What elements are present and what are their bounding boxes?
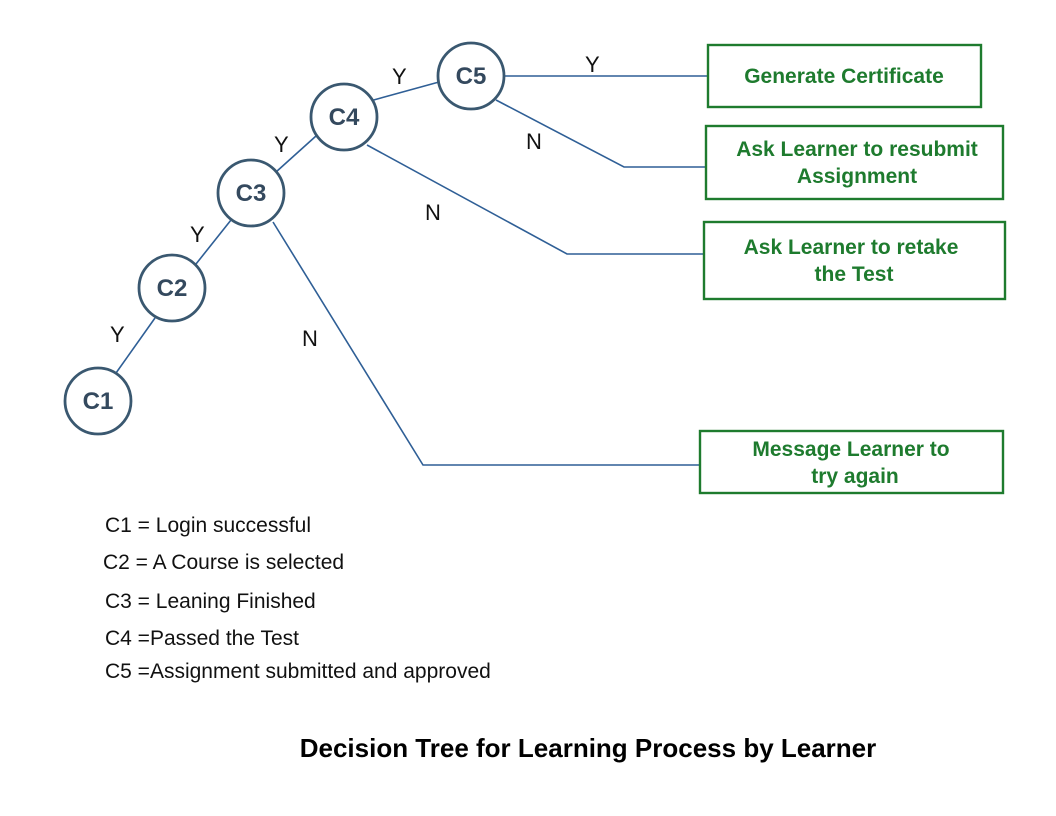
- edge-labels: Y Y Y Y Y N N N: [110, 52, 600, 351]
- edge-label-c3-c4: Y: [274, 132, 289, 157]
- node-c3: C3: [216, 158, 286, 228]
- edge-c5-no: [495, 99, 706, 168]
- edge-c4-no: [366, 144, 704, 255]
- legend: C1 = Login successful C2 = A Course is s…: [103, 514, 491, 683]
- node-c2: C2: [137, 253, 207, 323]
- edges: [115, 75, 708, 466]
- edge-label-c3-no: N: [302, 326, 318, 351]
- edge-c3-no: [272, 221, 700, 466]
- node-c1: C1: [63, 366, 133, 436]
- edge-c1-c2: [115, 317, 156, 374]
- edge-c4-c5: [369, 81, 440, 102]
- outcome-retake-test: Ask Learner to retake the Test: [702, 220, 1007, 301]
- condition-nodes: C1 C2 C3 C4 C5: [63, 41, 506, 436]
- edge-label-c4-no: N: [425, 200, 441, 225]
- edge-c2-c3: [195, 219, 232, 265]
- legend-item-c3: C3 = Leaning Finished: [105, 590, 316, 613]
- outcome-resubmit-line1: Ask Learner to resubmit: [736, 138, 978, 161]
- edge-label-c2-c3: Y: [190, 222, 205, 247]
- edge-label-c4-c5: Y: [392, 64, 407, 89]
- outcome-certificate-line1: Generate Certificate: [744, 65, 944, 88]
- node-c5: C5: [436, 41, 506, 111]
- node-c1-label: C1: [83, 388, 114, 415]
- edge-c3-c4: [275, 135, 317, 173]
- node-c5-label: C5: [456, 63, 487, 90]
- node-c2-label: C2: [157, 275, 188, 302]
- outcome-try-again-line2: try again: [811, 465, 899, 488]
- outcome-try-again: Message Learner to try again: [698, 429, 1005, 495]
- legend-item-c4: C4 =Passed the Test: [105, 627, 299, 650]
- outcome-try-again-line1: Message Learner to: [752, 438, 949, 461]
- outcome-retake-line2: the Test: [815, 263, 894, 286]
- legend-item-c1: C1 = Login successful: [105, 514, 311, 537]
- edge-label-c5-yes: Y: [585, 52, 600, 77]
- outcome-resubmit-assignment: Ask Learner to resubmit Assignment: [704, 124, 1005, 201]
- outcome-resubmit-line2: Assignment: [797, 165, 917, 188]
- edge-label-c5-no: N: [526, 129, 542, 154]
- outcome-boxes: Generate Certificate Ask Learner to resu…: [698, 43, 1007, 495]
- outcome-retake-line1: Ask Learner to retake: [744, 236, 959, 259]
- legend-item-c5: C5 =Assignment submitted and approved: [105, 660, 491, 683]
- legend-item-c2: C2 = A Course is selected: [103, 551, 344, 574]
- node-c4-label: C4: [329, 104, 360, 131]
- edge-label-c1-c2: Y: [110, 322, 125, 347]
- node-c3-label: C3: [236, 180, 267, 207]
- diagram-caption: Decision Tree for Learning Process by Le…: [300, 733, 877, 763]
- node-c4: C4: [309, 82, 379, 152]
- outcome-generate-certificate: Generate Certificate: [706, 43, 983, 109]
